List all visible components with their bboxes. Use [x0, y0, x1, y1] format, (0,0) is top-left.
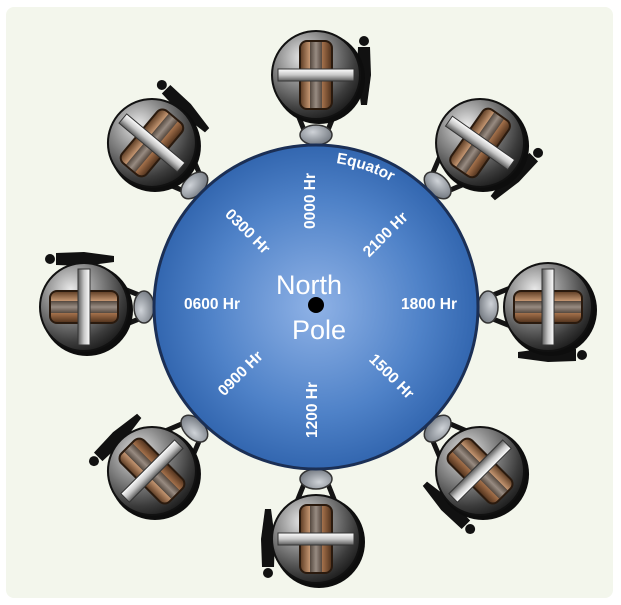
hour-label-0000: 0000 Hr	[302, 173, 319, 229]
satellite	[88, 413, 209, 521]
satellite	[422, 414, 530, 535]
north-pole-dot	[308, 297, 324, 313]
pole-label-pole: Pole	[292, 315, 346, 345]
solar-panel	[513, 268, 583, 346]
solar-panel	[49, 268, 119, 346]
satellite	[477, 262, 597, 362]
satellite	[261, 468, 365, 588]
solar-panel	[444, 107, 516, 179]
figure-silhouette	[45, 252, 114, 266]
mount-hub	[299, 124, 333, 146]
satellite	[106, 79, 210, 200]
satellite	[423, 97, 544, 201]
pole-label-north: North	[276, 270, 342, 300]
satellite	[39, 252, 155, 356]
figure-silhouette	[422, 481, 476, 535]
hour-label-0600: 0600 Hr	[184, 296, 240, 313]
solar-panel	[277, 504, 355, 574]
satellite-layer	[39, 30, 597, 588]
solar-panel	[118, 108, 186, 178]
figure-silhouette	[88, 413, 142, 467]
hour-label-1800: 1800 Hr	[401, 296, 457, 313]
solar-panel	[446, 437, 514, 505]
hour-label-1200: 1200 Hr	[304, 382, 321, 438]
solar-panel	[118, 437, 186, 505]
satellite	[271, 30, 371, 146]
mount-hub	[299, 468, 333, 490]
mount-hub	[133, 290, 155, 324]
polar-orbit-diagram: Equator 0000 Hr 2100 Hr 1800 Hr 1500 Hr …	[39, 30, 597, 588]
mount-hub	[477, 290, 499, 324]
figure-silhouette	[156, 79, 210, 133]
diagram-canvas: Equator 0000 Hr 2100 Hr 1800 Hr 1500 Hr …	[6, 7, 613, 598]
figure-silhouette	[261, 509, 275, 578]
solar-panel	[277, 40, 355, 110]
